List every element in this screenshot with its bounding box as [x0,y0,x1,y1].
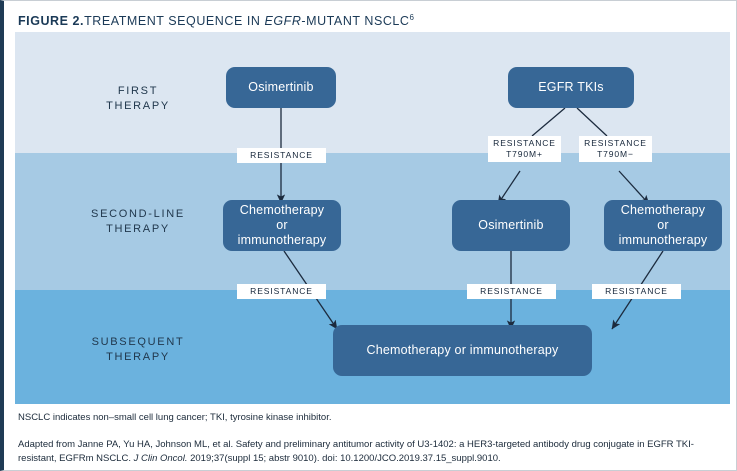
citation-journal: J Clin Oncol. [133,453,188,464]
figure-label: FIGURE 2. [18,14,85,29]
row-label-first-therapy: FIRST THERAPY [106,85,170,112]
node-egfr-tkis[interactable]: EGFR TKIs [508,67,634,108]
tag-resistance-3: RESISTANCE [467,284,556,299]
node-osimertinib-first[interactable]: Osimertinib [226,67,336,108]
page-title: FIGURE 2.TREATMENT SEQUENCE IN EGFR-MUTA… [18,11,718,28]
figure-title-gene: EGFR [264,14,302,29]
tag-resistance-t790m-positive: RESISTANCE T790M+ [488,136,561,162]
tag-resistance-1: RESISTANCE [237,148,326,163]
treatment-sequence-diagram: FIRST THERAPY SECOND-LINE THERAPY SUBSEQ… [15,32,730,404]
citation-part-2: 2019;37(suppl 15; abstr 9010). doi: 10.1… [187,453,501,464]
citation-part-1: Adapted from Janne PA, Yu HA, Johnson ML… [18,439,694,464]
figure-citation: Adapted from Janne PA, Yu HA, Johnson ML… [18,438,728,466]
node-chemo-immuno-final[interactable]: Chemotherapy or immunotherapy [333,325,592,376]
tag-resistance-2: RESISTANCE [237,284,326,299]
figure-title-main: TREATMENT SEQUENCE IN [84,14,265,29]
figure-title-tail: -MUTANT NSCLC [301,14,410,29]
node-osimertinib-second[interactable]: Osimertinib [452,200,570,251]
node-chemo-immuno-left[interactable]: Chemotherapy or immunotherapy [223,200,341,251]
figure-title-superscript: 6 [409,13,414,22]
row-label-second-line-therapy: SECOND-LINE THERAPY [91,208,185,235]
node-chemo-immuno-right[interactable]: Chemotherapy or immunotherapy [604,200,722,251]
tag-resistance-4: RESISTANCE [592,284,681,299]
row-label-subsequent-therapy: SUBSEQUENT THERAPY [91,336,185,363]
tag-resistance-t790m-negative: RESISTANCE T790M− [579,136,652,162]
figure-footnote: NSCLC indicates non–small cell lung canc… [18,412,332,423]
